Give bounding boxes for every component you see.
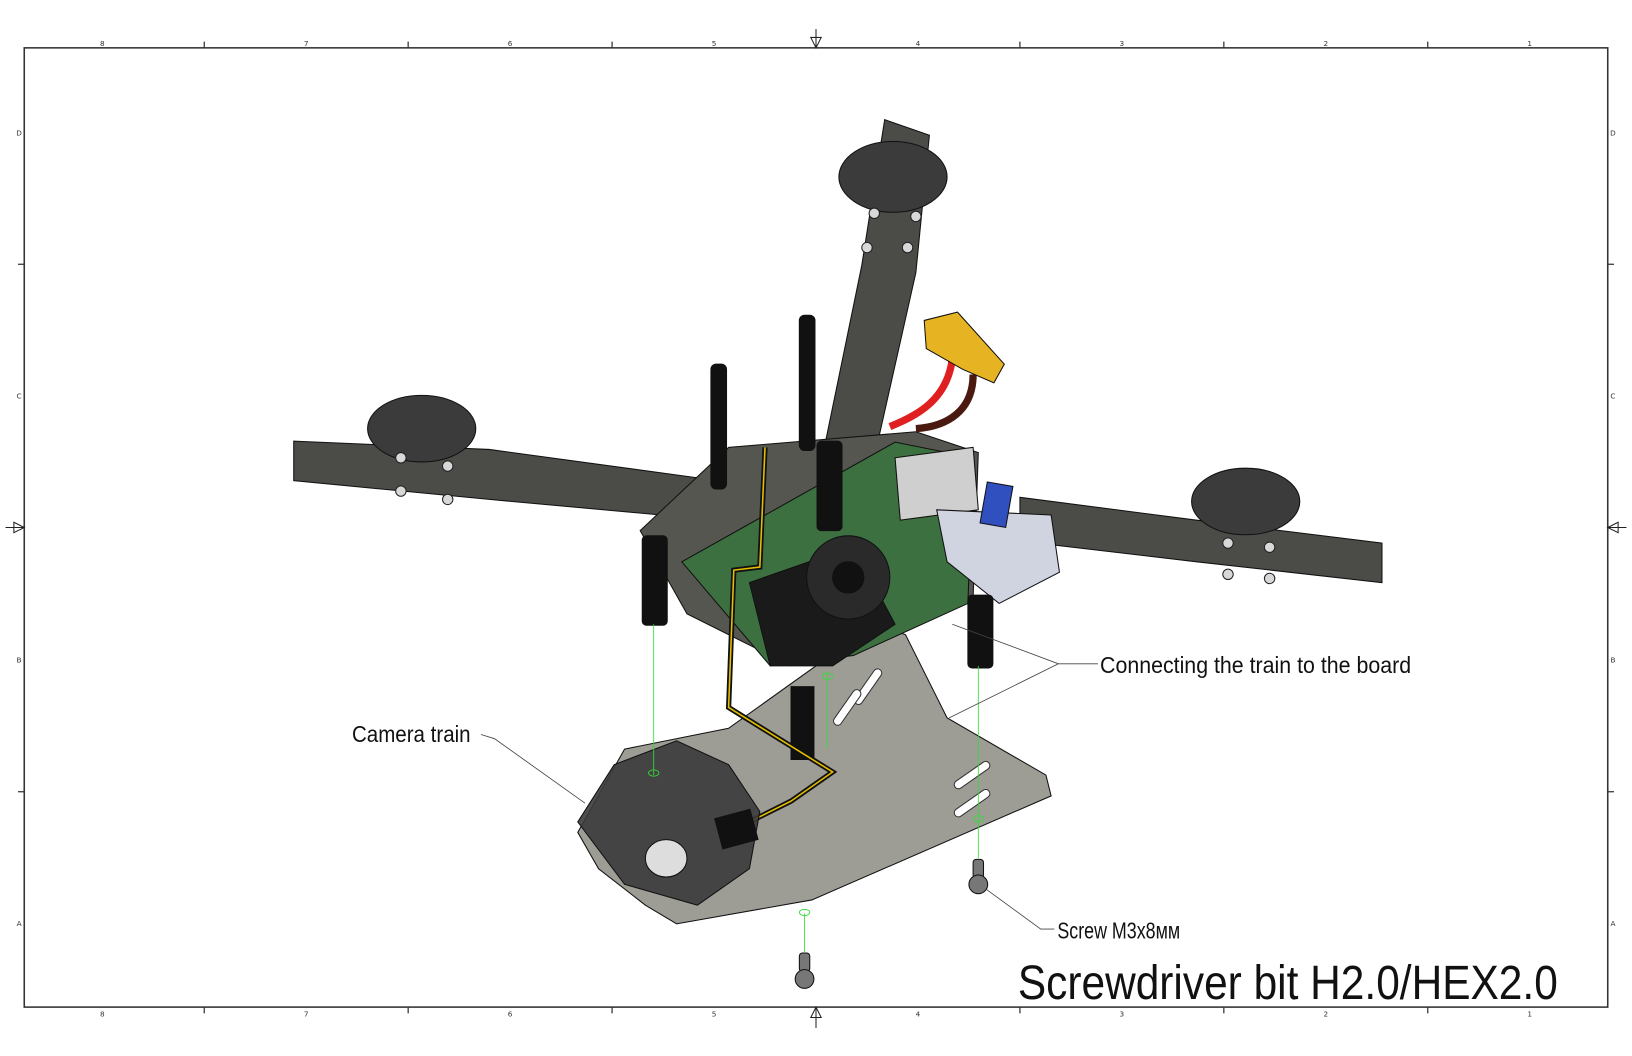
column-label: 2 xyxy=(1323,1009,1328,1018)
column-label: 8 xyxy=(100,1009,105,1018)
row-label: C xyxy=(1610,391,1615,400)
column-label: 1 xyxy=(1527,39,1532,48)
motor xyxy=(838,140,948,213)
annotation-screw: Screw M3x8мм xyxy=(1057,917,1180,943)
column-label: 2 xyxy=(1323,39,1328,48)
camera-mount xyxy=(577,740,761,906)
annotation-connecting: Connecting the train to the board xyxy=(1100,652,1411,678)
column-label: 7 xyxy=(304,39,309,48)
centering-arrows xyxy=(5,29,1627,1028)
row-label: D xyxy=(16,128,22,137)
column-label: 6 xyxy=(508,1009,513,1018)
standoff xyxy=(967,594,994,669)
assembly-guides xyxy=(648,624,984,952)
column-label: 3 xyxy=(1120,1009,1125,1018)
standoff xyxy=(798,314,816,452)
zone-ticks xyxy=(18,41,1614,1014)
row-label: A xyxy=(17,919,22,928)
drone-assembly xyxy=(293,118,1383,989)
standoff xyxy=(710,363,728,490)
motor xyxy=(1191,467,1301,536)
row-label: C xyxy=(17,391,22,400)
motor xyxy=(367,394,477,463)
drawing-title: Screwdriver bit H2.0/HEX2.0 xyxy=(1018,957,1558,1010)
xt60-connector xyxy=(923,311,1005,384)
row-label: A xyxy=(1610,919,1615,928)
battery-wire xyxy=(888,358,956,430)
row-label: B xyxy=(17,656,22,665)
column-label: 6 xyxy=(508,39,513,48)
usb-ports xyxy=(894,446,979,521)
screw xyxy=(798,952,811,973)
column-label: 1 xyxy=(1527,1009,1532,1018)
column-label: 5 xyxy=(712,39,717,48)
row-label: B xyxy=(1610,656,1615,665)
column-label: 7 xyxy=(304,1009,309,1018)
column-label: 8 xyxy=(100,39,105,48)
annotation-camera-train: Camera train xyxy=(352,721,471,747)
column-label: 4 xyxy=(916,39,921,48)
ethernet-port xyxy=(936,509,1061,605)
row-label: D xyxy=(1610,128,1616,137)
column-label: 5 xyxy=(712,1009,717,1018)
standoff xyxy=(641,535,668,626)
standoff xyxy=(816,440,843,532)
left-arm xyxy=(293,440,719,521)
leader-lines xyxy=(480,623,1098,930)
column-label: 3 xyxy=(1120,39,1125,48)
column-label: 4 xyxy=(916,1009,921,1018)
